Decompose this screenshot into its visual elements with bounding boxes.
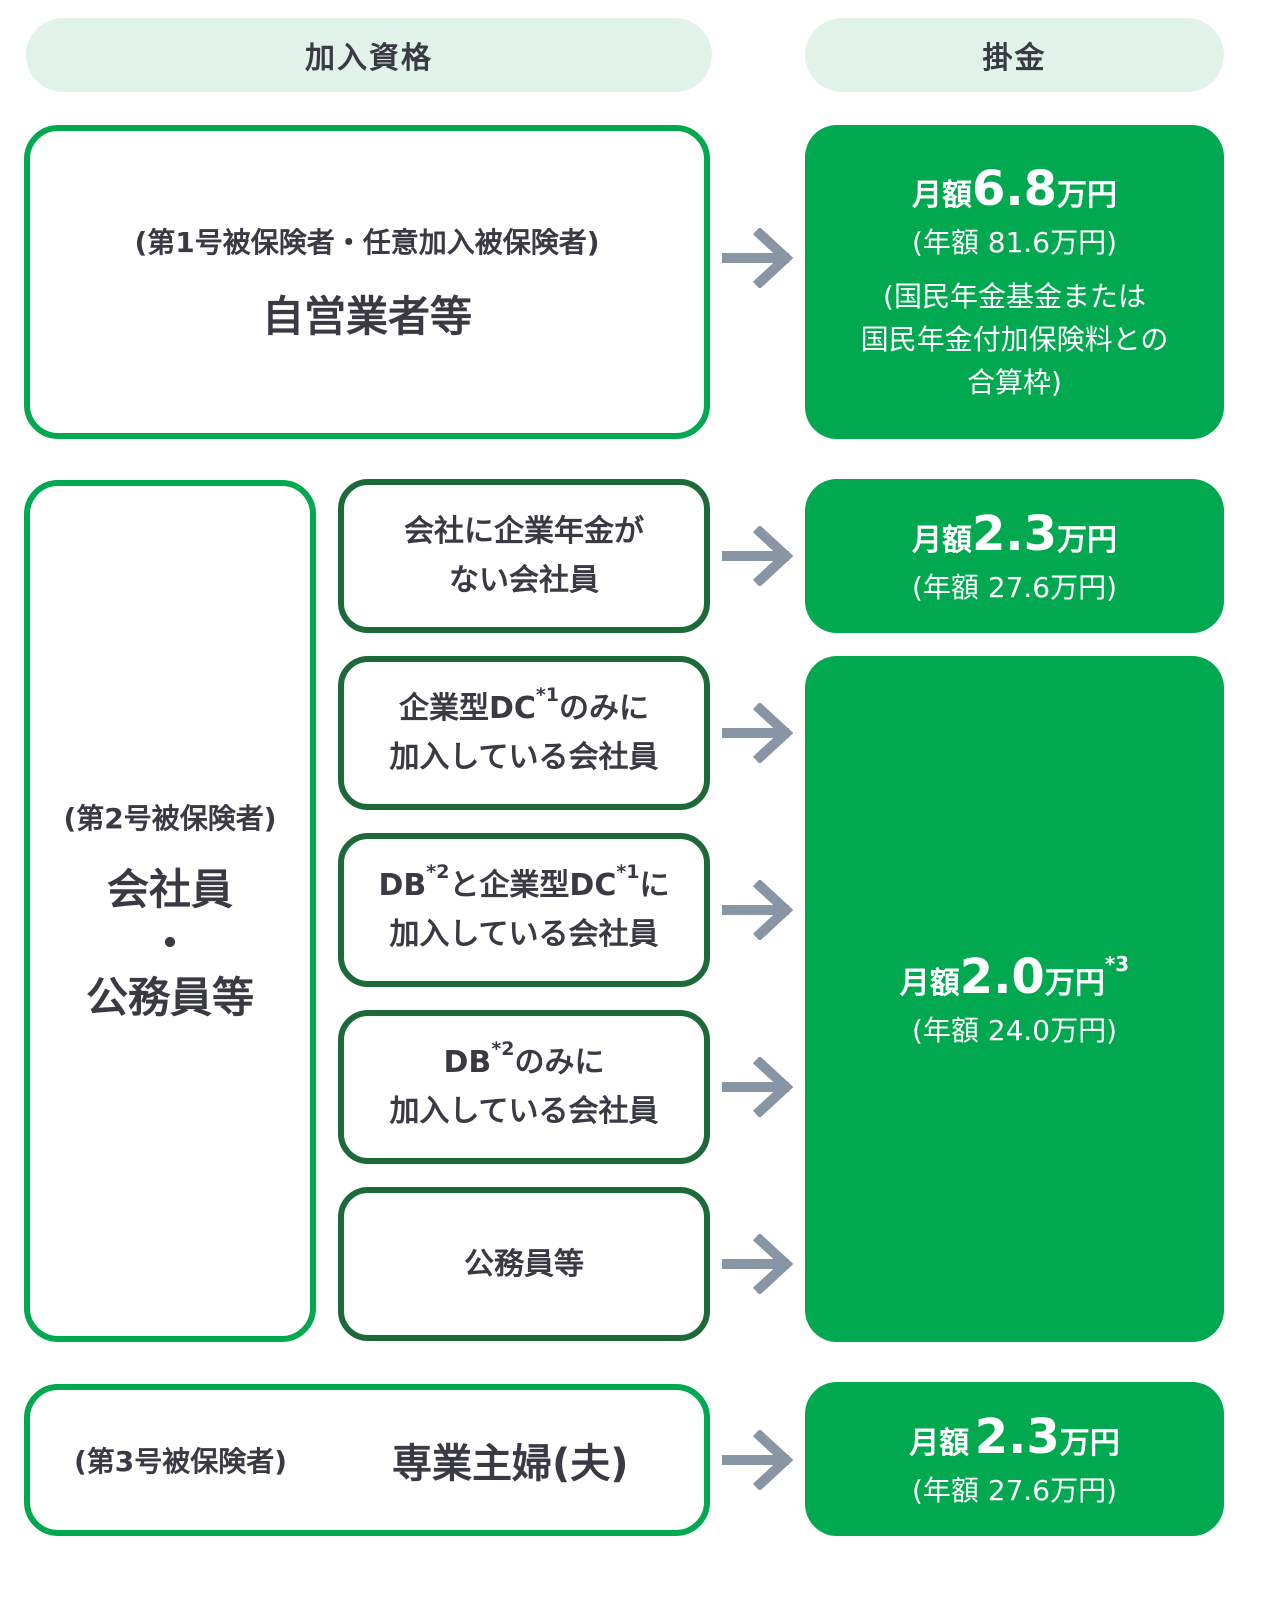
annual-amount: (年額 24.0万円)	[911, 1014, 1118, 1047]
footnote-marker: *1	[535, 684, 560, 706]
monthly-amount: 月額2.0万円*3	[899, 949, 1130, 1005]
monthly-amount: 月額 2.3万円	[909, 1409, 1120, 1465]
db-and-dc-employee-box: DB*2と企業型DC*1に 加入している会社員	[338, 833, 710, 987]
monthly-amount: 月額2.3万円	[911, 506, 1118, 562]
header-eligibility: 加入資格	[26, 18, 712, 92]
footnote-marker: *1	[616, 861, 640, 883]
self-employed-category: (第1号被保険者・任意加入被保険者)	[134, 225, 600, 259]
homemaker-name: 専業主婦(夫)	[392, 1441, 629, 1487]
arrow-right-icon	[722, 1057, 794, 1117]
arrow-right-icon	[722, 228, 794, 288]
annual-amount: (年額 27.6万円)	[911, 1474, 1118, 1507]
no-pension-contribution: 月額2.3万円 (年額 27.6万円)	[805, 479, 1224, 633]
footnote-marker: *3	[1104, 952, 1130, 976]
arrow-right-icon	[722, 703, 794, 763]
arrow-right-icon	[722, 880, 794, 940]
arrow-right-icon	[722, 1234, 794, 1294]
arrow-right-icon	[722, 526, 794, 586]
footnote-marker: *2	[491, 1038, 515, 1060]
homemaker-contribution: 月額 2.3万円 (年額 27.6万円)	[805, 1382, 1224, 1536]
homemaker-category: (第3号被保険者)	[74, 1445, 288, 1478]
employees-name-line1: 会社員	[106, 865, 233, 914]
self-employed-name: 自営業者等	[261, 291, 472, 341]
header-contribution: 掛金	[805, 18, 1224, 92]
shared-contribution: 月額2.0万円*3 (年額 24.0万円)	[805, 656, 1224, 1342]
annual-amount: (年額 27.6万円)	[911, 571, 1118, 604]
dc-only-employee-box: 企業型DC*1のみに 加入している会社員	[338, 656, 710, 810]
employees-dot: ・	[148, 919, 191, 968]
pool-note: (国民年金基金または 国民年金付加保険料との 合算枠)	[860, 279, 1169, 399]
civil-servants-box: 公務員等	[338, 1187, 710, 1341]
employees-box: (第2号被保険者) 会社員 ・ 公務員等	[24, 480, 316, 1342]
db-only-employee-box: DB*2のみに 加入している会社員	[338, 1010, 710, 1164]
self-employed-box: (第1号被保険者・任意加入被保険者) 自営業者等	[24, 125, 710, 439]
no-pension-employee-box: 会社に企業年金が ない会社員	[338, 479, 710, 633]
annual-amount: (年額 81.6万円)	[911, 225, 1118, 259]
arrow-right-icon	[722, 1430, 794, 1490]
homemaker-box: (第3号被保険者) 専業主婦(夫)	[24, 1384, 710, 1536]
self-employed-contribution: 月額6.8万円 (年額 81.6万円) (国民年金基金または 国民年金付加保険料…	[805, 125, 1224, 439]
employees-category: (第2号被保険者)	[63, 802, 277, 835]
monthly-amount: 月額6.8万円	[911, 160, 1118, 217]
employees-name-line2: 公務員等	[85, 973, 254, 1022]
footnote-marker: *2	[426, 861, 450, 883]
